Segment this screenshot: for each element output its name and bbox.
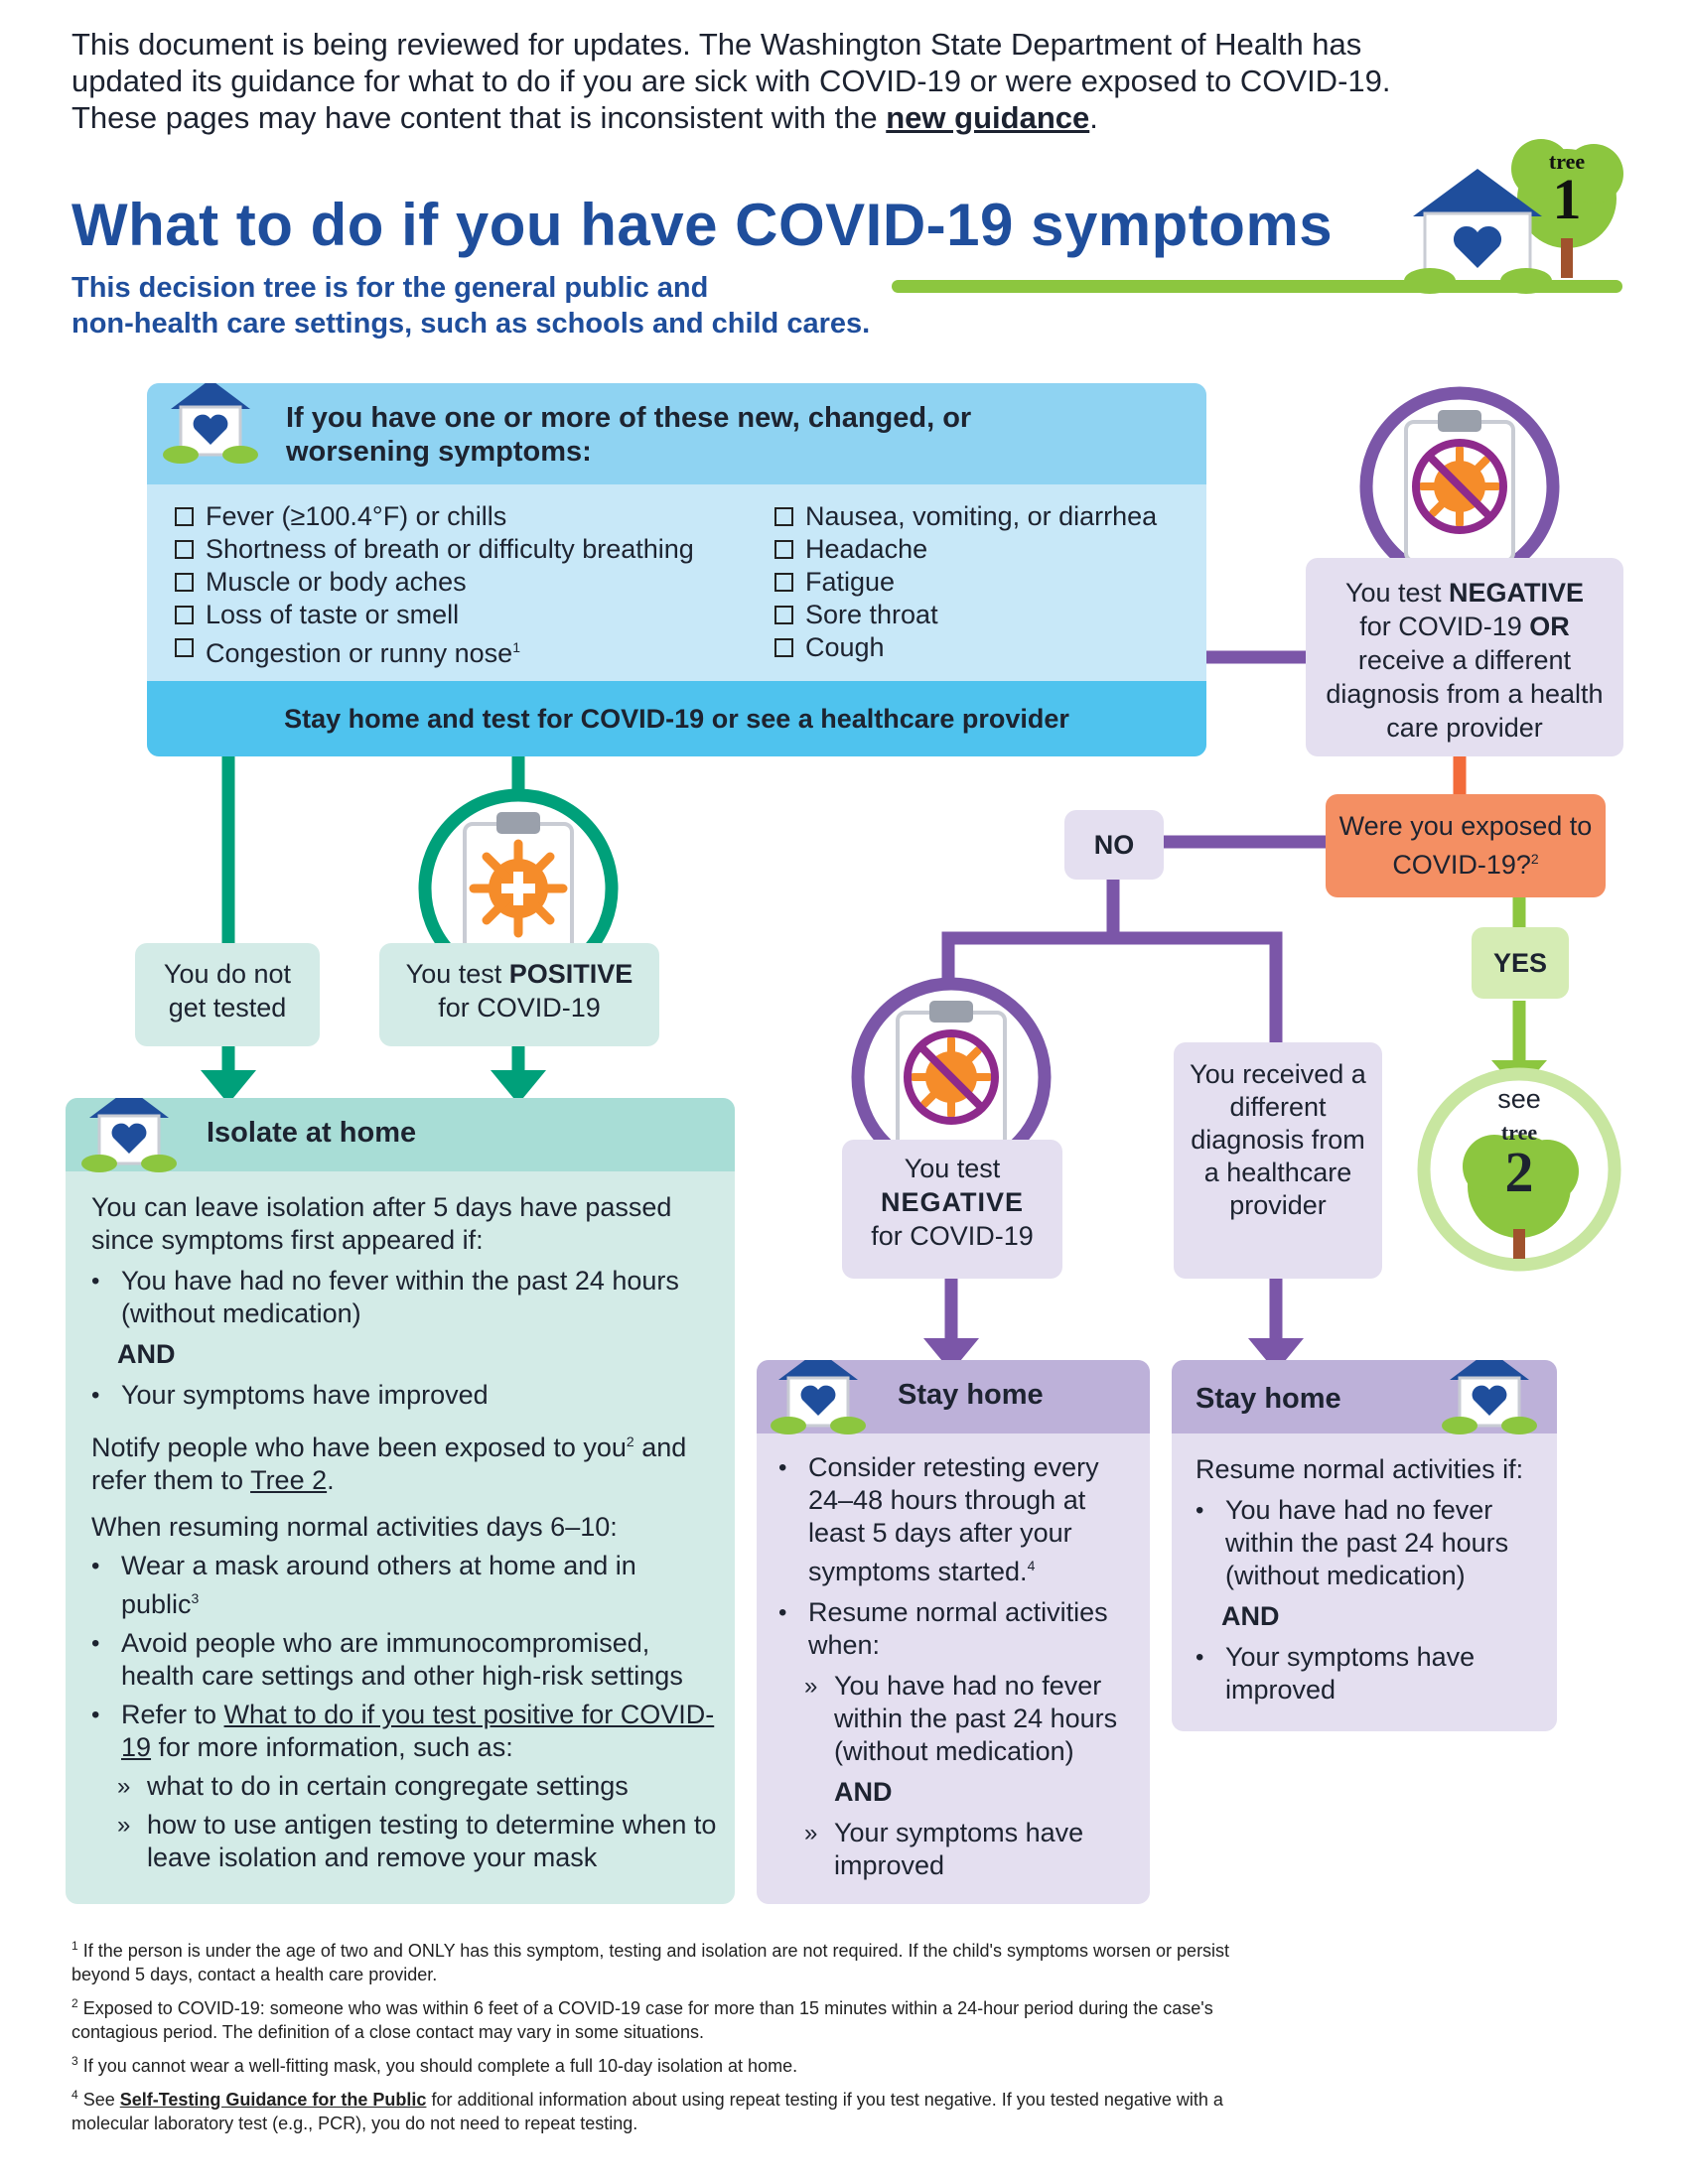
symptom-item[interactable]: Loss of taste or smell bbox=[175, 599, 761, 631]
update-notice: This document is being reviewed for upda… bbox=[71, 27, 1391, 135]
stay-home-box-negative: Stay home •Consider retesting every 24–4… bbox=[757, 1360, 1150, 1904]
not-tested-box: You do not get tested bbox=[135, 943, 320, 1046]
symptom-item[interactable]: Cough bbox=[774, 631, 1192, 664]
see-tree-2[interactable]: see tree 2 bbox=[1497, 1084, 1541, 1204]
no-label: NO bbox=[1064, 810, 1164, 880]
symptom-item[interactable]: Nausea, vomiting, or diarrhea bbox=[774, 500, 1192, 533]
isolate-box: Isolate at home You can leave isolation … bbox=[66, 1098, 735, 1904]
footnote-1: 1 If the person is under the age of two … bbox=[71, 1939, 1230, 1984]
tree-2-link[interactable]: Tree 2 bbox=[250, 1465, 328, 1495]
symptoms-heading: If you have one or more of these new, ch… bbox=[286, 402, 972, 468]
page-subtitle: This decision tree is for the general pu… bbox=[71, 272, 871, 340]
stay-home-heading: Stay home bbox=[1196, 1383, 1341, 1415]
page-title: What to do if you have COVID-19 symptoms bbox=[71, 192, 1334, 258]
symptoms-box: If you have one or more of these new, ch… bbox=[147, 383, 1206, 756]
symptom-item[interactable]: Fatigue bbox=[774, 566, 1192, 599]
symptom-item[interactable]: Sore throat bbox=[774, 599, 1192, 631]
yes-label: YES bbox=[1472, 927, 1569, 999]
exposed-question-box: Were you exposed to COVID-19?2 bbox=[1326, 794, 1606, 897]
symptoms-action-bar: Stay home and test for COVID-19 or see a… bbox=[147, 681, 1206, 756]
tree-1-badge: tree 1 bbox=[1548, 149, 1586, 231]
house-icon bbox=[769, 1360, 868, 1439]
symptom-item[interactable]: Muscle or body aches bbox=[175, 566, 761, 599]
footnote-2: 2 Exposed to COVID-19: someone who was w… bbox=[71, 1996, 1213, 2042]
isolate-body: You can leave isolation after 5 days hav… bbox=[91, 1192, 717, 1872]
house-icon bbox=[79, 1098, 179, 1177]
footnote-4: 4 See Self-Testing Guidance for the Publ… bbox=[71, 2088, 1223, 2133]
symptom-item[interactable]: Fever (≥100.4°F) or chills bbox=[175, 500, 761, 533]
stay-home-box-diagnosis: Stay home Resume normal activities if: •… bbox=[1172, 1360, 1557, 1731]
symptoms-header bbox=[147, 383, 1206, 484]
test-positive-link[interactable]: What to do if you test positive for COVI… bbox=[121, 1700, 715, 1762]
footnote-3: 3 If you cannot wear a well-fitting mask… bbox=[71, 2054, 798, 2076]
header-rule bbox=[892, 280, 1622, 293]
house-icon bbox=[161, 383, 260, 469]
symptom-item[interactable]: Congestion or runny nose1 bbox=[175, 631, 761, 670]
footnotes: 1 If the person is under the age of two … bbox=[71, 1934, 1243, 2140]
symptoms-left-list: Fever (≥100.4°F) or chills Shortness of … bbox=[175, 500, 761, 670]
symptom-item[interactable]: Shortness of breath or difficulty breath… bbox=[175, 533, 761, 566]
stay-home-heading: Stay home bbox=[898, 1379, 1044, 1411]
house-icon bbox=[1440, 1360, 1539, 1439]
symptoms-right-list: Nausea, vomiting, or diarrhea Headache F… bbox=[774, 500, 1192, 664]
self-testing-link[interactable]: Self-Testing Guidance for the Public bbox=[119, 2090, 427, 2110]
different-diagnosis-box: You received a different diagnosis from … bbox=[1174, 1042, 1382, 1279]
isolate-heading: Isolate at home bbox=[207, 1117, 417, 1149]
new-guidance-link[interactable]: new guidance bbox=[886, 100, 1090, 135]
symptom-item[interactable]: Headache bbox=[774, 533, 1192, 566]
